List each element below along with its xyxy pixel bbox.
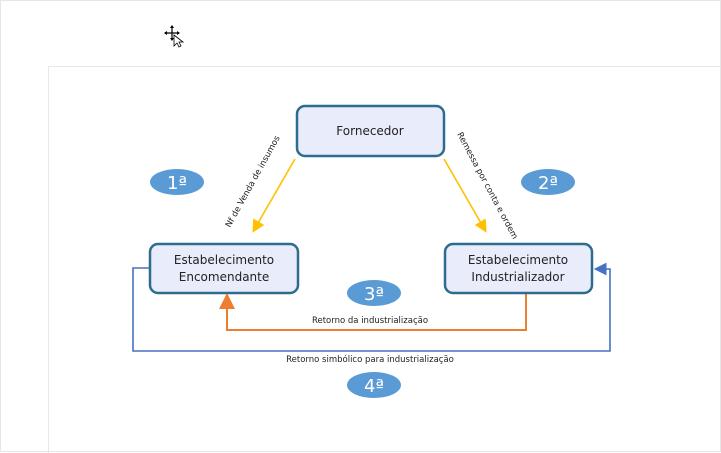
label-venda: Nf de Venda de insumos <box>224 134 283 230</box>
step-1-label: 1ª <box>167 173 187 194</box>
label-retorno: Retorno da industrialização <box>312 316 428 326</box>
arrow-retorno <box>219 293 527 331</box>
node-industrializador-line2: Industrializador <box>471 270 564 284</box>
label-simbolico: Retorno simbólico para industrialização <box>286 354 454 365</box>
node-fornecedor: Fornecedor <box>295 104 446 158</box>
move-cursor-icon <box>164 25 185 48</box>
node-encomendante-line2: Encomendante <box>179 270 269 284</box>
step-2-label: 2ª <box>538 173 558 194</box>
arrow-remessa <box>443 158 487 233</box>
diagram-canvas <box>48 66 721 453</box>
arrow-simbolico <box>132 262 611 352</box>
arrow-venda <box>252 158 296 233</box>
node-industrializador-line1: Estabelecimento <box>468 253 568 267</box>
step-4-label: 4ª <box>364 376 384 397</box>
node-industrializador: Estabelecimento Industrializador <box>443 242 594 295</box>
node-encomendante: Estabelecimento Encomendante <box>148 242 300 295</box>
node-fornecedor-label: Fornecedor <box>336 124 403 138</box>
step-4-badge: 4ª <box>347 372 401 398</box>
step-3-badge: 3ª <box>347 280 401 306</box>
step-1-badge: 1ª <box>150 169 204 195</box>
step-2-badge: 2ª <box>521 169 575 195</box>
step-3-label: 3ª <box>364 284 384 305</box>
node-encomendante-line1: Estabelecimento <box>174 253 274 267</box>
label-remessa: Remessa por conta e ordem <box>454 131 519 241</box>
